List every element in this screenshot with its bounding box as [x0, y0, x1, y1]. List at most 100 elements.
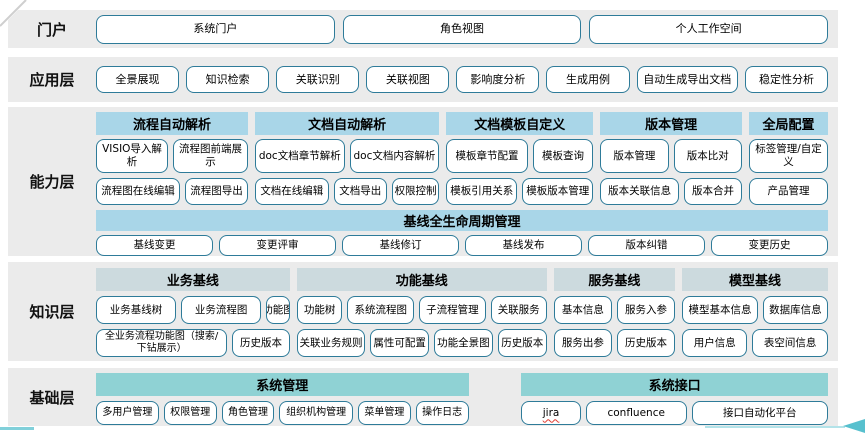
- capability-group-version-mgmt: 版本管理 版本管理版本比对 版本关联信息版本合并: [600, 112, 742, 205]
- knowledge-group-service-baseline: 服务基线 基本信息服务入参 服务出参历史版本: [553, 268, 676, 357]
- application-box: 稳定性分析: [744, 66, 829, 93]
- capability-box: 文档在线编辑: [254, 178, 329, 205]
- knowledge-box: 关联业务规则: [296, 329, 366, 357]
- capability-box: 模板查询: [532, 139, 594, 173]
- capability-group-row: 模板章节配置模板查询: [446, 139, 594, 173]
- foundation-box: jira: [521, 401, 581, 425]
- knowledge-box: 功能全景图: [434, 329, 493, 357]
- capability-group-row: 产品管理: [748, 178, 828, 205]
- knowledge-group-header: 业务基线: [96, 268, 290, 291]
- application-boxes-row: 全景展现知识检索关联识别关联视图影响度分析生成用例自动生成导出文档稳定性分析: [96, 57, 829, 102]
- foundation-layer-band: 基础层 系统管理 多用户管理权限管理角色管理组织机构管理菜单管理操作日志 系统接…: [8, 368, 838, 426]
- baseline-lifecycle-header: 基线全生命周期管理: [96, 210, 828, 232]
- capability-box: 文档导出: [333, 178, 387, 205]
- portal-layer-band: 门户 系统门户角色视图个人工作空间: [8, 10, 838, 48]
- knowledge-box: 服务入参: [616, 296, 676, 324]
- capability-box: 流程图在线编辑: [96, 178, 180, 205]
- capability-box: 模板引用关系: [446, 178, 518, 205]
- corner-fold-decoration: [0, 0, 28, 28]
- knowledge-box: 属性可配置: [370, 329, 430, 357]
- capability-group-doc-template: 文档模板自定义 模板章节配置模板查询 模板引用关系模板版本管理: [446, 112, 594, 205]
- knowledge-group-row: 基本信息服务入参: [553, 296, 676, 324]
- application-box: 影响度分析: [456, 66, 540, 93]
- application-layer-band: 应用层 全景展现知识检索关联识别关联视图影响度分析生成用例自动生成导出文档稳定性…: [8, 57, 838, 102]
- capability-group-row: 版本管理版本比对: [600, 139, 742, 173]
- knowledge-content: 业务基线 业务基线树业务流程图功能图 全业务流程功能图（搜索/下钻展示）历史版本…: [96, 262, 828, 361]
- knowledge-group-row: 关联业务规则属性可配置功能全景图历史版本: [296, 329, 547, 357]
- knowledge-group-header: 功能基线: [296, 268, 547, 291]
- capability-group-row: 文档在线编辑文档导出权限控制: [254, 178, 440, 205]
- knowledge-group-row: 用户信息表空间信息: [682, 329, 828, 357]
- baseline-box: 版本纠错: [588, 235, 705, 256]
- portal-box: 系统门户: [96, 14, 335, 44]
- knowledge-group-header: 服务基线: [553, 268, 676, 291]
- capability-box: 版本比对: [673, 139, 742, 173]
- foundation-content: 系统管理 多用户管理权限管理角色管理组织机构管理菜单管理操作日志 系统接口 ji…: [96, 368, 828, 426]
- knowledge-box: 业务流程图: [181, 296, 262, 324]
- application-box: 自动生成导出文档: [636, 66, 738, 93]
- knowledge-box: 模型基本信息: [682, 296, 758, 324]
- capability-group-global-config: 全局配置 标签管理/自定义 产品管理: [748, 112, 828, 205]
- capability-content: 流程自动解析 VISIO导入解析流程图前端展示 流程图在线编辑流程图导出 文档自…: [96, 107, 828, 256]
- capability-group-header: 文档模板自定义: [446, 112, 594, 135]
- capability-box: 模板章节配置: [446, 139, 528, 173]
- knowledge-box: 全业务流程功能图（搜索/下钻展示）: [96, 329, 228, 357]
- knowledge-group-row: 模型基本信息数据库信息: [682, 296, 828, 324]
- knowledge-box: 业务基线树: [96, 296, 177, 324]
- application-box: 关联识别: [276, 66, 360, 93]
- capability-box: 权限控制: [391, 178, 440, 205]
- knowledge-box: 数据库信息: [762, 296, 828, 324]
- application-box: 知识检索: [186, 66, 270, 93]
- application-box: 生成用例: [546, 66, 630, 93]
- capability-box: VISIO导入解析: [96, 139, 169, 173]
- knowledge-groups: 业务基线 业务基线树业务流程图功能图 全业务流程功能图（搜索/下钻展示）历史版本…: [96, 268, 828, 357]
- foundation-box: 菜单管理: [357, 401, 411, 425]
- foundation-box: 组织机构管理: [279, 401, 353, 425]
- knowledge-box: 功能树: [296, 296, 343, 324]
- application-layer-label: 应用层: [29, 71, 75, 89]
- knowledge-box: 基本信息: [553, 296, 612, 324]
- knowledge-box: 历史版本: [616, 329, 676, 357]
- knowledge-box: 系统流程图: [347, 296, 415, 324]
- foundation-box: 权限管理: [163, 401, 217, 425]
- knowledge-group-row: 功能树系统流程图子流程管理关联服务: [296, 296, 547, 324]
- capability-box: 版本关联信息: [600, 178, 680, 205]
- knowledge-group-row: 全业务流程功能图（搜索/下钻展示）历史版本: [96, 329, 290, 357]
- capability-box: 版本合并: [684, 178, 742, 205]
- knowledge-box: 用户信息: [682, 329, 748, 357]
- capability-group-row: VISIO导入解析流程图前端展示: [96, 139, 248, 173]
- knowledge-group-model-baseline: 模型基线 模型基本信息数据库信息 用户信息表空间信息: [682, 268, 828, 357]
- portal-box: 角色视图: [342, 14, 582, 44]
- pointer-line-decoration: [705, 426, 845, 428]
- foundation-box: confluence: [585, 401, 687, 425]
- foundation-groups-gap: [469, 373, 522, 426]
- capability-box: 产品管理: [748, 178, 828, 205]
- foundation-group-header: 系统管理: [96, 373, 469, 396]
- foundation-box: 操作日志: [415, 401, 469, 425]
- capability-box: 流程图导出: [184, 178, 248, 205]
- capability-box: 流程图前端展示: [173, 139, 248, 173]
- knowledge-box: 历史版本: [232, 329, 290, 357]
- knowledge-box: 子流程管理: [419, 296, 486, 324]
- knowledge-box: 功能图: [266, 296, 290, 324]
- capability-group-header: 全局配置: [748, 112, 828, 135]
- bottom-left-accent-line: [0, 427, 34, 430]
- capability-group-row: 标签管理/自定义: [748, 139, 828, 173]
- baseline-box: 变更评审: [219, 235, 336, 256]
- foundation-group-row: 多用户管理权限管理角色管理组织机构管理菜单管理操作日志: [96, 401, 469, 425]
- capability-box: doc文档章节解析: [254, 139, 345, 173]
- capability-box: 版本管理: [600, 139, 669, 173]
- capability-group-header: 版本管理: [600, 112, 742, 135]
- knowledge-group-header: 模型基线: [682, 268, 828, 291]
- capability-box: 标签管理/自定义: [748, 139, 828, 173]
- knowledge-layer-label: 知识层: [29, 303, 75, 321]
- foundation-box: 多用户管理: [96, 401, 159, 425]
- foundation-box: 接口自动化平台: [691, 401, 828, 425]
- capability-group-row: 版本关联信息版本合并: [600, 178, 742, 205]
- capability-groups: 流程自动解析 VISIO导入解析流程图前端展示 流程图在线编辑流程图导出 文档自…: [96, 112, 828, 205]
- portal-boxes-row: 系统门户角色视图个人工作空间: [96, 10, 829, 48]
- application-box: 全景展现: [96, 66, 180, 93]
